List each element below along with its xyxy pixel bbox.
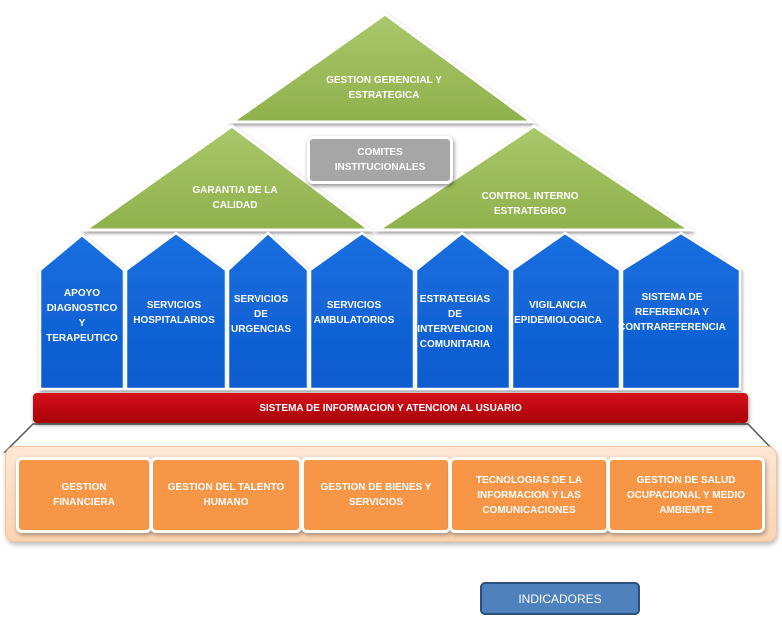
pillar-shape-5	[414, 231, 512, 391]
pillar-shape-3	[226, 231, 310, 391]
roof-control-interno	[373, 124, 695, 232]
base-gestion-talento-humano: GESTION DEL TALENTO HUMANO	[150, 457, 302, 533]
info-atencion-usuario-label: SISTEMA DE INFORMACION Y ATENCION AL USU…	[259, 402, 522, 414]
pillar-shape-7	[620, 231, 742, 391]
roof-gestion-gerencial	[227, 12, 537, 124]
base-gestion-financiera: GESTION FINANCIERA	[16, 457, 152, 533]
pillar-label-apoyo-diagnostico: APOYO DIAGNOSTICO Y TERAPEUTICO	[46, 288, 118, 344]
control-interno-label: CONTROL INTERNO ESTRATEGIGO	[481, 191, 579, 217]
info-atencion-usuario-bar: SISTEMA DE INFORMACION Y ATENCION AL USU…	[33, 393, 748, 423]
pillar-shape-4	[308, 231, 416, 391]
pillar-label-servicios-ambulatorios: SERVICIOS AMBULATORIOS	[313, 300, 395, 326]
roof-garantia-calidad	[80, 124, 375, 232]
garantia-calidad-label: GARANTIA DE LA CALIDAD	[192, 185, 278, 211]
pillar-shape-1	[38, 233, 126, 391]
base-gestion-salud-ocupacional: GESTION DE SALUD OCUPACIONAL Y MEDIO AMB…	[607, 457, 765, 533]
pillar-label-servicios-hospitalarios: SERVICIOS HOSPITALARIOS	[133, 300, 215, 326]
pillar-label-servicios-urgencias: SERVICIOS DE URGENCIAS	[230, 293, 291, 335]
comites-institucionales-box: COMITES INSTITUCIONALES	[307, 136, 453, 184]
indicadores-button[interactable]: INDICADORES	[480, 582, 640, 615]
gestion-gerencial-label: GESTION GERENCIAL Y ESTRATEGICA	[326, 75, 442, 101]
base-gestion-bienes-servicios: GESTION DE BIENES Y SERVICIOS	[301, 457, 451, 533]
base-tecnologias-informacion: TECNOLOGIAS DE LA INFORMACION Y LAS COMU…	[449, 457, 609, 533]
pillar-shape-6	[510, 231, 622, 391]
pillar-shape-2	[124, 231, 228, 391]
indicadores-label: INDICADORES	[518, 591, 602, 606]
pillar-label-sistema-referencia: SISTEMA DE REFERENCIA Y CONTRAREFERENCIA	[618, 291, 726, 333]
pillar-label-estrategias-intervencion: ESTRATEGIAS DE INTERVENCION COMUNITARIA	[417, 294, 493, 350]
pillar-label-vigilancia-epidemiologica: VIGILANCIA EPIDEMIOLOGICA	[514, 300, 602, 326]
